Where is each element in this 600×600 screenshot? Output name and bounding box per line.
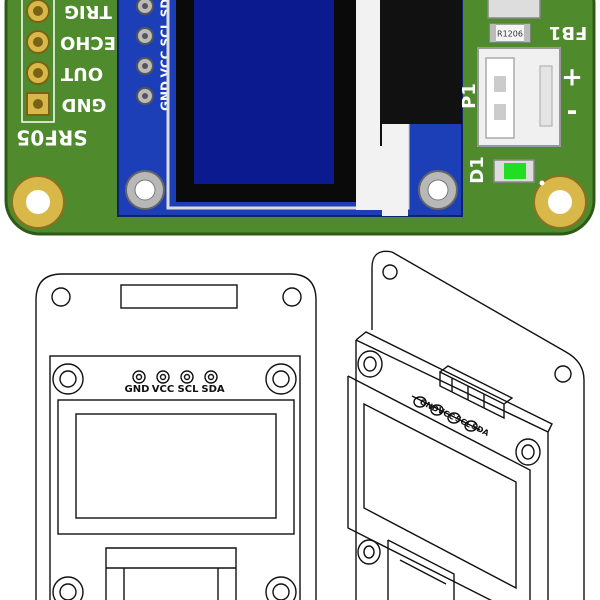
iso-display-inner: [363, 402, 517, 590]
oled-pin-vcc: VCC: [159, 50, 173, 77]
header-name: SRF05: [16, 126, 87, 150]
front-module-hole-bottom-left: [52, 576, 84, 600]
header-pin-1: [26, 0, 50, 23]
front-top-tab: [120, 284, 238, 309]
led-label: D1: [467, 156, 488, 183]
connector-p1: [477, 47, 561, 147]
header-label-gnd: GND: [62, 94, 107, 115]
mount-hole-left: [11, 175, 65, 229]
oled-ribbon-white: [356, 0, 382, 210]
connector-latch: [539, 65, 553, 127]
oled-pin-gnd: GND: [159, 81, 173, 111]
front-pin-sda: SDA: [201, 384, 225, 395]
iso-board-hole-right: [554, 365, 572, 383]
oled-mount-hole-right: [418, 170, 458, 210]
iso-module-hole-bottom: [357, 539, 381, 565]
front-view-drawing: [35, 273, 317, 600]
iso-display-outer: [347, 375, 531, 600]
front-glass-outer: [57, 399, 295, 535]
connector-pin-b: [494, 104, 506, 120]
oled-pin-scl: SCL: [159, 21, 173, 46]
iso-module-hole-right: [515, 438, 541, 466]
led-d1: [493, 159, 535, 183]
srf05-header: [21, 0, 55, 123]
oled-pin-pads: [136, 0, 154, 105]
header-pin-3: [26, 61, 50, 85]
front-hole-top-right: [282, 287, 302, 307]
polarity-minus: -: [567, 97, 578, 127]
iso-board-outline: [371, 250, 585, 600]
connector-inner: [485, 57, 515, 139]
header-outline: [21, 0, 55, 123]
resistor: R1206: [489, 23, 531, 43]
front-pin-vcc: VCC: [152, 384, 174, 395]
oled-pin-sd: SD: [159, 0, 173, 17]
iso-board-hole-top: [382, 264, 398, 280]
header-label-out: OUT: [60, 63, 103, 84]
front-pin-pads: [132, 370, 218, 384]
iso-module-hole-left: [357, 350, 383, 378]
front-outline: [35, 273, 317, 600]
header-label-trig: TRIG: [64, 1, 112, 22]
front-module-outline: [49, 355, 301, 600]
polarity-plus: +: [561, 63, 583, 93]
iso-ribbon: [387, 539, 455, 600]
front-module-hole-bottom-right: [265, 576, 297, 600]
front-hole-top-left: [51, 287, 71, 307]
iso-pin-scl: SCL: [454, 414, 473, 430]
iso-module-frame: [355, 331, 553, 600]
oled-module: GND VCC SCL SD L1: [117, 0, 463, 217]
pcb-board: TRIG ECHO OUT GND SRF05 GND VCC SCL SD: [4, 0, 596, 236]
connector-label: P1: [459, 83, 480, 109]
front-module-hole-left: [52, 363, 84, 395]
ferrite-bead: [487, 0, 541, 19]
ferrite-label: FB1: [549, 22, 588, 43]
header-pin-4: [26, 92, 50, 116]
iso-header-block: [439, 365, 514, 420]
oled-screen: [194, 0, 334, 184]
front-pin-gnd: GND: [125, 384, 150, 395]
front-pin-scl: SCL: [178, 384, 200, 395]
oled-ribbon-black: [380, 0, 462, 146]
led-marker-dot: [539, 180, 545, 186]
iso-pin-sda: SDA: [470, 422, 491, 439]
oled-mount-hole-left: [125, 170, 165, 210]
mount-label: L1: [138, 181, 154, 200]
front-glass-inner: [75, 413, 277, 519]
front-ribbon: [105, 547, 237, 600]
resistor-code: R1206: [497, 30, 523, 39]
mount-hole-right: [533, 175, 587, 229]
isometric-view-drawing: [347, 250, 585, 600]
front-module-hole-right: [265, 363, 297, 395]
front-pin-labels: GND VCC SCL SDA: [125, 384, 225, 395]
iso-pin-pads: [411, 395, 481, 432]
oled-ribbon-white-lower: [382, 124, 408, 216]
connector-pin-a: [494, 76, 506, 92]
header-label-echo: ECHO: [60, 32, 116, 53]
iso-pin-vcc: VCC: [436, 406, 456, 422]
header-pin-2: [26, 30, 50, 54]
